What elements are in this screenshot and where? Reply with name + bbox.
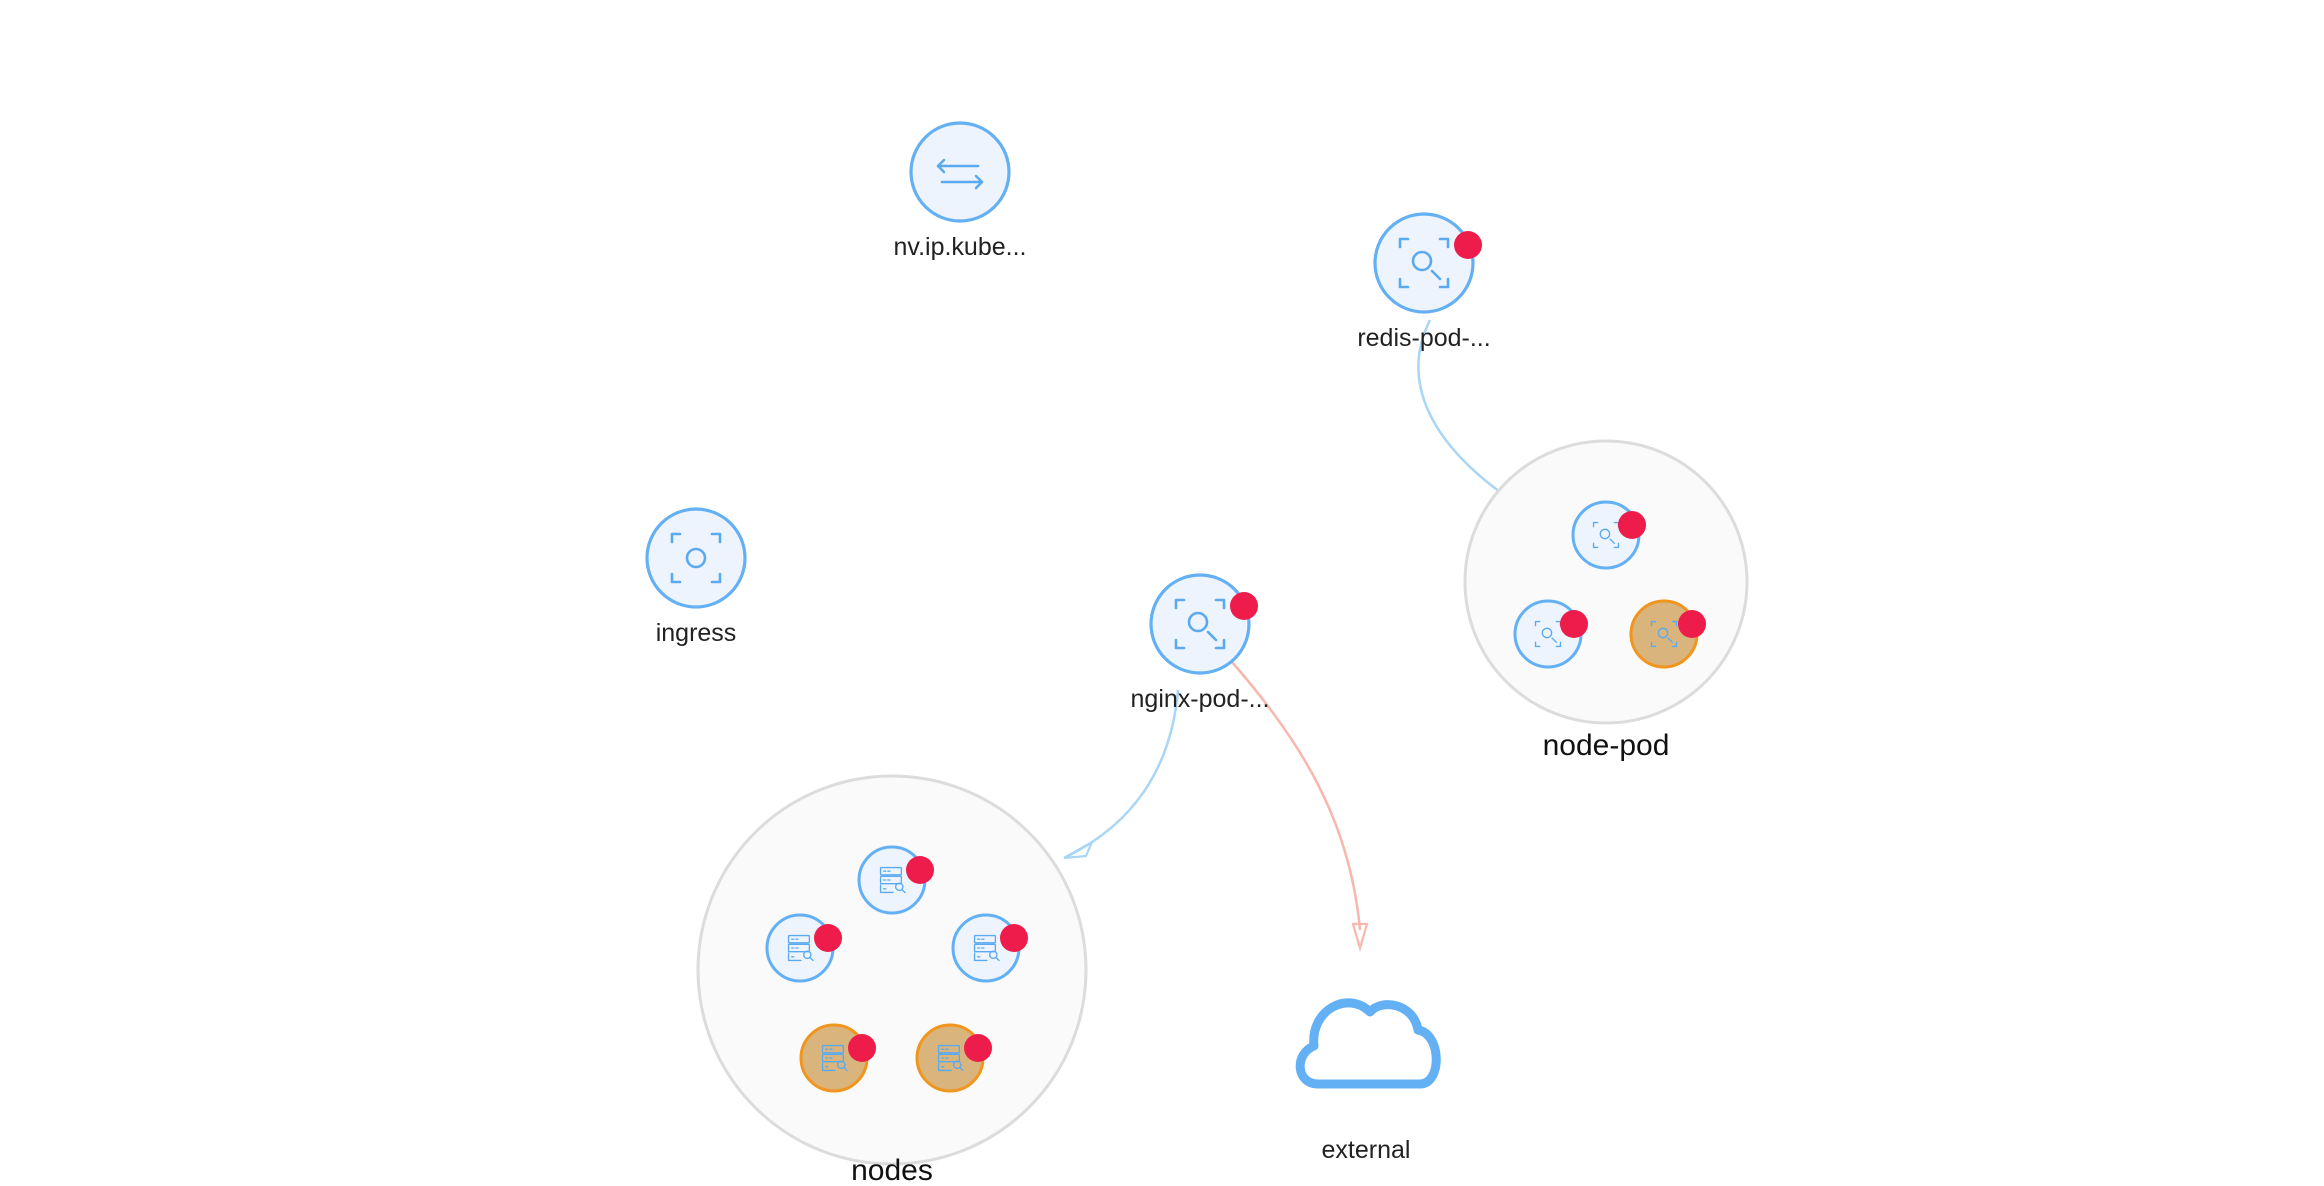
pod-search-icon: [1650, 620, 1678, 648]
alert-badge: [906, 856, 934, 884]
group-member-pod-warning[interactable]: [1629, 599, 1706, 669]
node-external[interactable]: external: [1295, 998, 1441, 1164]
node-nginx-pod[interactable]: nginx-pod-...: [1131, 573, 1270, 713]
alert-badge: [814, 924, 842, 952]
cloud-icon: [1295, 998, 1441, 1089]
alert-badge: [1560, 610, 1588, 638]
host-icon: [879, 866, 906, 894]
edge-arrowhead: [1063, 839, 1095, 860]
group-nodes[interactable]: nodes: [696, 774, 1088, 1186]
node-label: ingress: [656, 619, 737, 647]
alert-badge: [964, 1034, 992, 1062]
host-icon: [787, 934, 814, 962]
group-circle: [1463, 439, 1749, 725]
alert-badge: [1618, 511, 1646, 539]
host-icon: [821, 1044, 848, 1072]
group-label: nodes: [851, 1154, 933, 1186]
pod-search-icon: [1398, 237, 1450, 289]
group-member-host[interactable]: [857, 845, 934, 915]
node-label: nginx-pod-...: [1131, 685, 1270, 713]
group-member-pod[interactable]: [1571, 500, 1646, 570]
group-member-host[interactable]: [765, 913, 842, 983]
pod-search-icon: [1174, 598, 1226, 650]
node-label: redis-pod-...: [1357, 324, 1490, 352]
alert-badge: [1454, 231, 1482, 259]
alert-badge: [848, 1034, 876, 1062]
group-label: node-pod: [1543, 729, 1670, 762]
group-member-host-warning[interactable]: [799, 1023, 876, 1093]
host-icon: [973, 934, 1000, 962]
node-service[interactable]: nv.ip.kube...: [894, 121, 1027, 261]
edge-nginx-to-external[interactable]: [1231, 661, 1362, 931]
group-member-host[interactable]: [951, 913, 1028, 983]
edge-nginx-to-nodes[interactable]: [1067, 689, 1180, 858]
edges: [1063, 319, 1501, 952]
alert-badge: [1230, 592, 1258, 620]
host-icon: [937, 1044, 964, 1072]
group-node-pod[interactable]: node-pod: [1463, 439, 1749, 762]
group-member-host-warning[interactable]: [915, 1023, 992, 1093]
alert-badge: [1678, 610, 1706, 638]
edge-redis-to-node-pod[interactable]: [1417, 319, 1501, 494]
edge-arrowhead: [1351, 922, 1369, 952]
node-label: nv.ip.kube...: [894, 233, 1027, 261]
service-icon: [936, 158, 984, 190]
namespace-icon: [670, 532, 722, 584]
node-ingress[interactable]: ingress: [645, 507, 747, 647]
node-redis-pod[interactable]: redis-pod-...: [1357, 212, 1491, 352]
node-label: external: [1322, 1136, 1411, 1164]
group-member-pod[interactable]: [1513, 599, 1588, 669]
group-circle: [696, 774, 1088, 1166]
alert-badge: [1000, 924, 1028, 952]
